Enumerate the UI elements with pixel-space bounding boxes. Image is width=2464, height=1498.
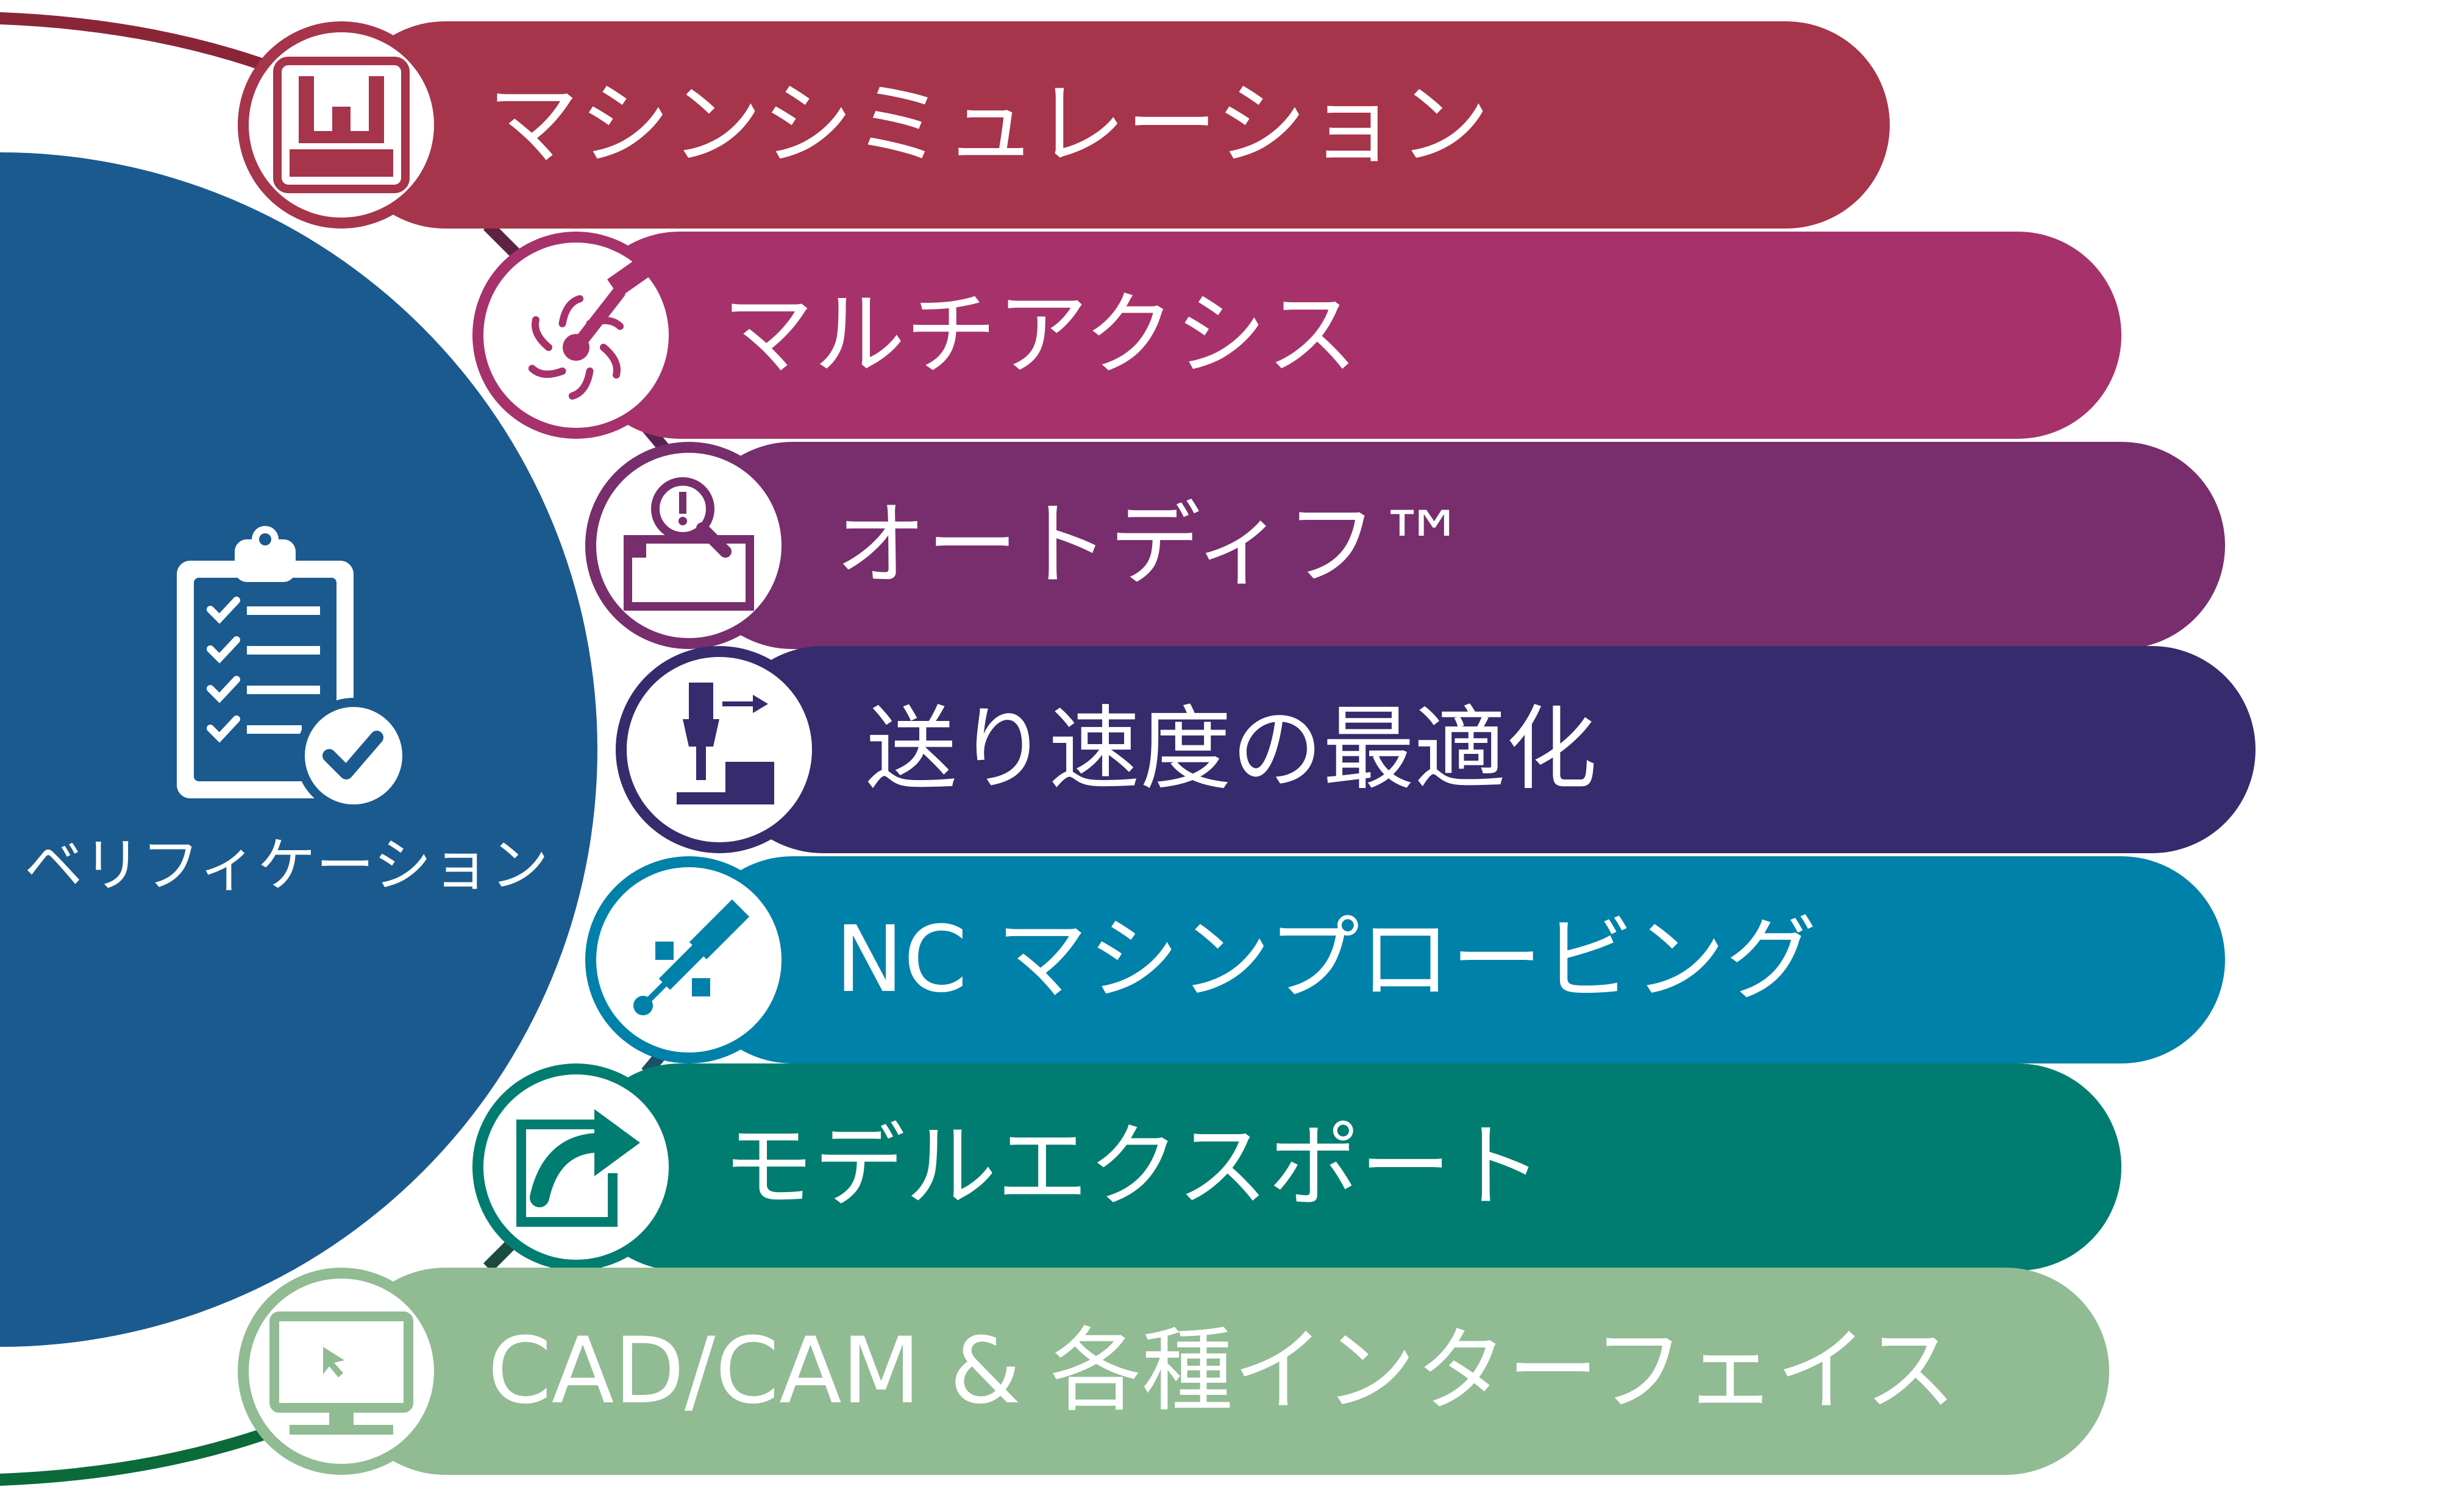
- feature-badge: [585, 442, 792, 649]
- probe-icon: [633, 899, 750, 1015]
- outer-ring-top-arc: [0, 12, 293, 79]
- feature-label: NC マシンプロービング: [835, 907, 1817, 1013]
- feature-item: マルチアクシス: [472, 232, 2121, 439]
- feature-badge: [616, 646, 823, 853]
- feature-label: オートディフ™: [835, 492, 1469, 598]
- feature-item: 送り速度の最適化: [616, 646, 2256, 853]
- multi-axis-icon: [528, 255, 655, 400]
- feature-label: マシンシミュレーション: [488, 72, 1490, 178]
- feature-badge: [585, 856, 792, 1063]
- feature-pill: [689, 856, 2225, 1063]
- feature-label: CAD/CAM & 各種インターフェイス: [488, 1318, 1956, 1424]
- feature-label: 送り速度の最適化: [866, 697, 1597, 803]
- feature-pill: [341, 21, 1890, 229]
- clipboard-check-icon: [177, 526, 411, 814]
- spindle-icon: [677, 683, 774, 804]
- feature-item: モデルエクスポート: [472, 1063, 2121, 1271]
- feature-item: CAD/CAM & 各種インターフェイス: [238, 1268, 2109, 1475]
- feature-badge: [472, 1063, 680, 1271]
- feature-badge: [472, 232, 680, 439]
- feature-pill: [689, 442, 2225, 649]
- outer-ring-bottom-arc: [0, 1420, 293, 1486]
- monitor-icon: [269, 1312, 413, 1435]
- feature-label: マルチアクシス: [722, 282, 1358, 388]
- feature-item: NC マシンプロービング: [585, 856, 2225, 1063]
- export-arrow-icon: [516, 1109, 640, 1227]
- feature-badge: [238, 21, 445, 229]
- verification-hub: ベリフィケーション: [0, 152, 597, 1347]
- feature-pill: [576, 1063, 2121, 1271]
- feature-item: オートディフ™: [585, 442, 2225, 649]
- magnifier-alert-icon: [624, 477, 754, 611]
- verification-label: ベリフィケーション: [24, 831, 549, 900]
- machine-icon: [273, 57, 410, 193]
- feature-badge: [238, 1268, 445, 1475]
- feature-label: モデルエクスポート: [722, 1114, 1543, 1220]
- feature-pill: [576, 232, 2121, 439]
- feature-item: マシンシミュレーション: [238, 21, 1890, 229]
- feature-pill: [341, 1268, 2109, 1475]
- feature-pill: [719, 646, 2256, 853]
